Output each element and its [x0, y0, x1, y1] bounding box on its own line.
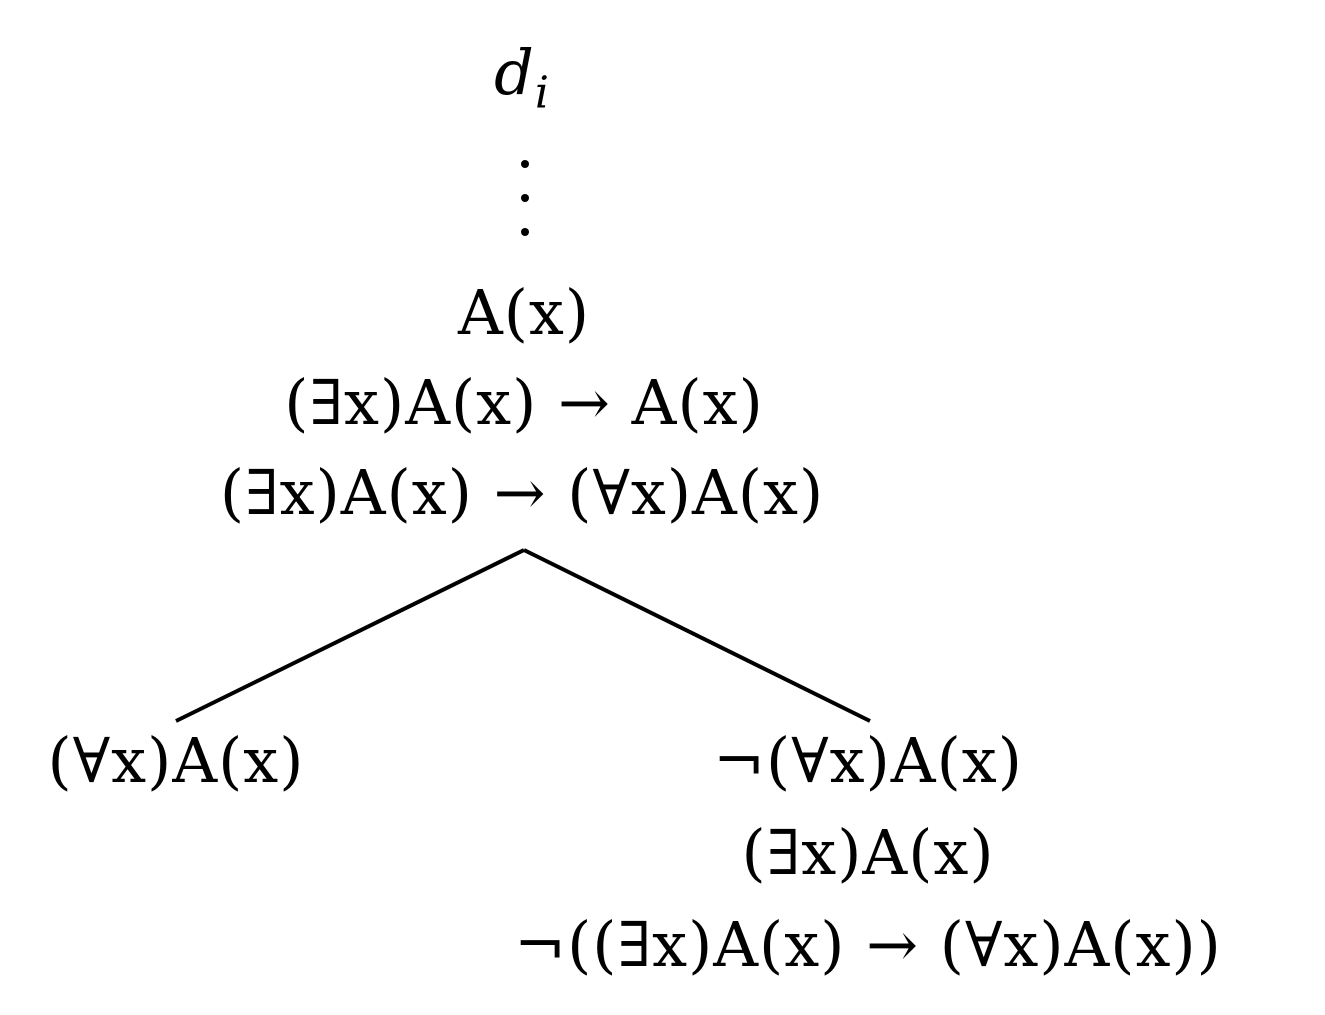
vertical-ellipsis: [521, 160, 531, 250]
trunk-node-1: A(x): [457, 276, 591, 349]
right-branch-node-1: ¬(∀x)A(x): [713, 724, 1023, 797]
right-branch-line: [523, 548, 871, 723]
trunk-node-3: (∃x)A(x) → (∀x)A(x): [219, 456, 825, 529]
root-subscript: i: [534, 67, 550, 119]
right-branch-node-3: ¬((∃x)A(x) → (∀x)A(x)): [514, 908, 1222, 981]
right-branch-node-2: (∃x)A(x): [741, 816, 995, 889]
left-branch-line: [175, 548, 525, 723]
root-label: di: [494, 42, 550, 115]
root-symbol: d: [494, 36, 535, 109]
trunk-node-2: (∃x)A(x) → A(x): [284, 366, 764, 439]
left-branch-node-1: (∀x)A(x): [47, 724, 305, 797]
